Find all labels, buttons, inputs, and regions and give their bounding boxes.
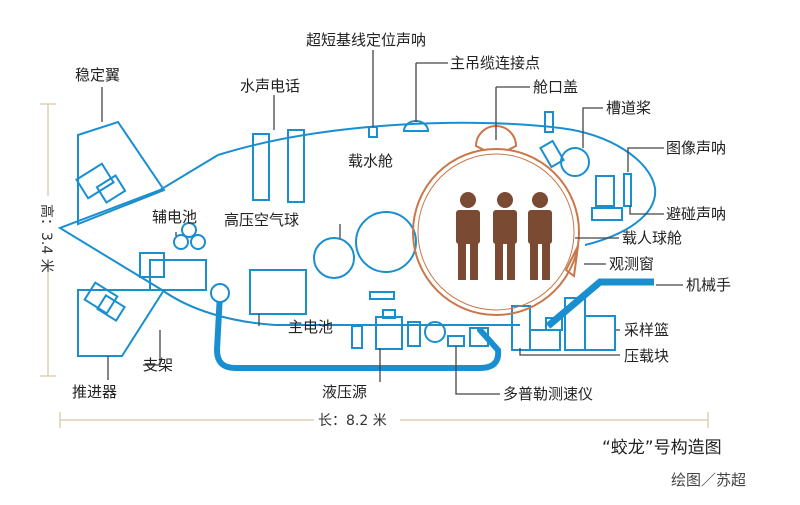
length-dimension: 长：8.2 米 <box>59 412 709 429</box>
thruster-parts <box>83 281 126 322</box>
diagram-credit: 绘图／苏超 <box>671 471 746 489</box>
label-stabilizer-wing: 稳定翼 <box>75 66 120 84</box>
aux-battery-unit <box>139 222 207 291</box>
hydraulic-joint <box>210 283 230 303</box>
length-label: 长：8.2 米 <box>318 413 387 429</box>
label-main-cable-point: 主吊缆连接点 <box>450 54 540 72</box>
label-bracket: 支架 <box>143 356 173 374</box>
label-observation-window: 观测窗 <box>609 255 654 273</box>
height-dimension: 高：3.4 米 <box>38 103 56 377</box>
main-battery <box>249 269 395 315</box>
label-hydrophone-telephone: 水声电话 <box>240 77 300 95</box>
label-main-battery: 主电池 <box>288 318 333 336</box>
manipulator-arm <box>545 278 654 329</box>
crew-figures <box>456 192 552 280</box>
crew-figure <box>456 192 480 280</box>
label-collision-sonar: 避碰声呐 <box>666 205 726 223</box>
label-manned-sphere: 载人球舱 <box>622 229 682 247</box>
crew-figure <box>528 192 552 280</box>
diagram-title: “蛟龙”号构造图 <box>602 438 722 458</box>
label-channel-thruster: 槽道桨 <box>606 99 651 117</box>
label-water-tank: 载水舱 <box>348 152 393 170</box>
label-sampling-basket: 采样篮 <box>624 321 669 339</box>
hydrophone-telephone-units <box>252 129 305 203</box>
label-thruster: 推进器 <box>72 383 117 401</box>
bottom-equipment <box>351 309 489 350</box>
height-label: 高：3.4 米 <box>38 204 55 273</box>
ballast-and-basket <box>511 297 616 351</box>
bow-equipment <box>539 139 632 221</box>
label-hp-air-ball: 高压空气球 <box>224 211 299 229</box>
label-manipulator: 机械手 <box>686 276 731 294</box>
label-hatch-cover: 舱口盖 <box>533 78 578 96</box>
leader-lines <box>101 50 683 395</box>
label-doppler: 多普勒测速仪 <box>503 385 593 403</box>
label-hydraulic-source: 液压源 <box>322 383 367 401</box>
label-ballast: 压载块 <box>624 347 669 365</box>
water-tank <box>355 211 417 273</box>
label-usbl: 超短基线定位声呐 <box>306 31 426 49</box>
manned-sphere <box>412 125 580 316</box>
stabilizer-wing-parts <box>75 162 127 204</box>
hydraulic-pipe <box>213 290 502 371</box>
label-aux-battery: 辅电池 <box>152 208 197 226</box>
hp-air-ball <box>313 237 355 279</box>
label-imaging-sonar: 图像声呐 <box>666 139 726 157</box>
crew-figure <box>493 192 517 280</box>
observation-window <box>564 245 579 278</box>
